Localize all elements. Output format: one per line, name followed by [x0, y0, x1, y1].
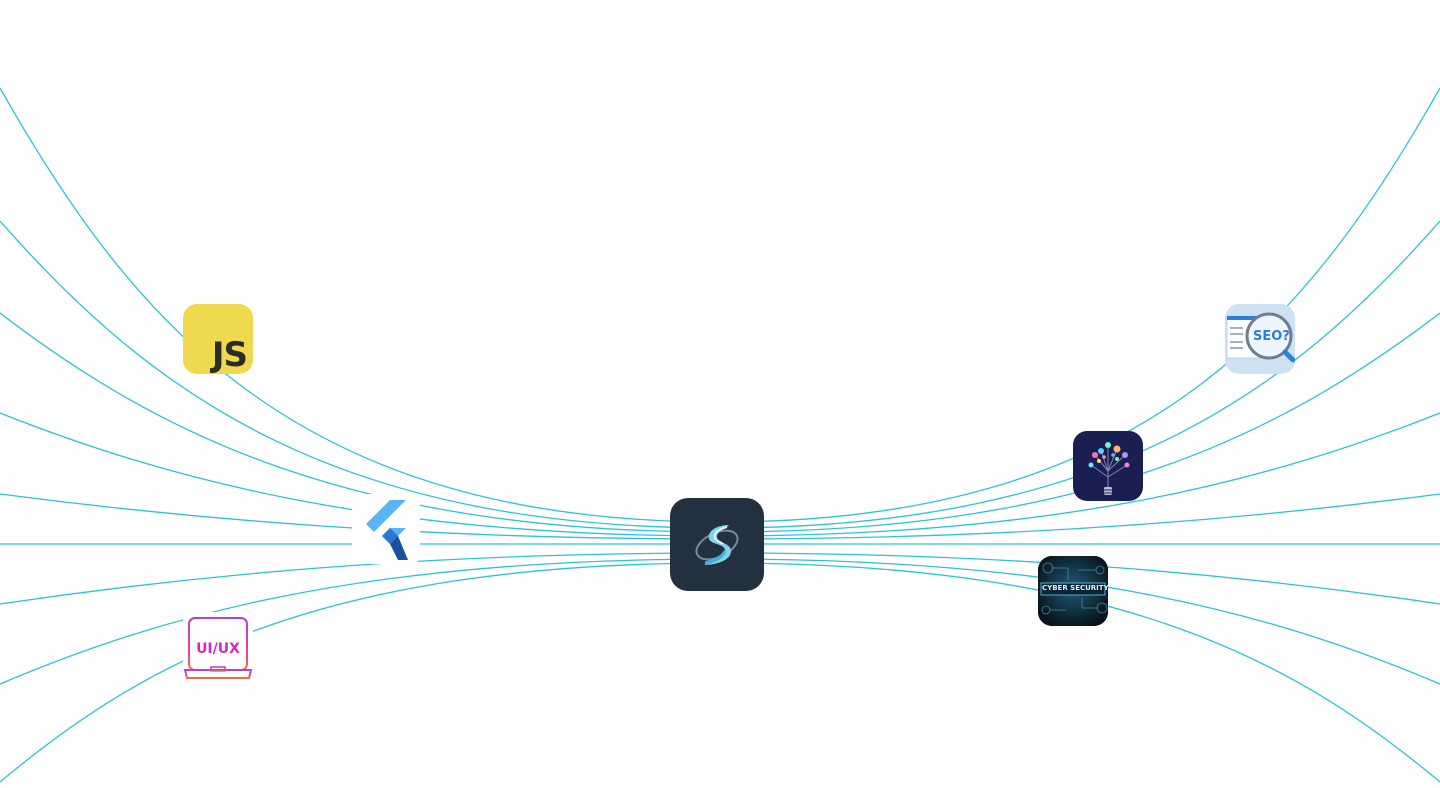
data-tree-bulb-icon: [1088, 442, 1130, 495]
uiux-tile[interactable]: UI/UX: [183, 612, 253, 682]
cyber-security-icon: [1038, 556, 1108, 626]
flutter-icon: [366, 500, 408, 560]
flutter-tile[interactable]: [352, 494, 420, 564]
cyber-security-label: CYBER SECURITY: [1042, 584, 1108, 592]
uiux-laptop-icon: [183, 617, 253, 679]
uiux-label: UI/UX: [196, 641, 240, 657]
seo-label: SEO?: [1253, 329, 1290, 344]
javascript-icon: JS: [211, 335, 248, 374]
brand-logo-icon: [695, 524, 739, 565]
data-tree-tile[interactable]: [1073, 431, 1143, 501]
seo-tile[interactable]: SEO?: [1225, 304, 1295, 374]
seo-magnifier-icon: [1226, 312, 1295, 363]
javascript-tile[interactable]: JS: [183, 304, 253, 374]
cyber-security-tile[interactable]: CYBER SECURITY: [1038, 556, 1108, 626]
hub-logo-tile[interactable]: [670, 498, 764, 591]
